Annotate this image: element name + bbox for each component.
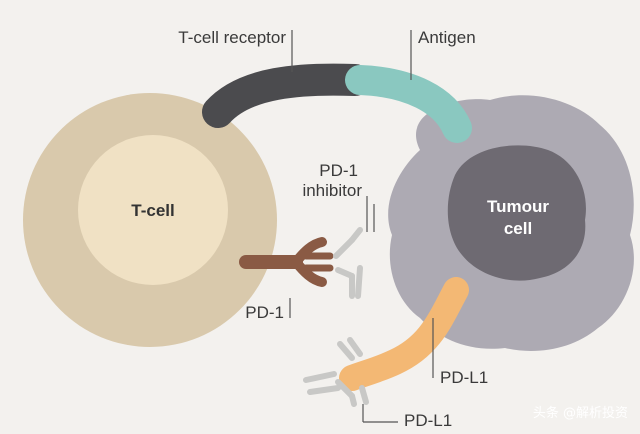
label-pd-l1-tumour: PD-L1 (440, 368, 488, 387)
label-tumour-line1: Tumour (487, 197, 549, 216)
label-tumour-line2: cell (504, 219, 532, 238)
label-pd1-inhibitor-line1: PD-1 (319, 161, 358, 180)
label-t-cell-receptor: T-cell receptor (178, 28, 286, 47)
tumour-nucleus (447, 145, 586, 281)
label-pd-l1-bottom: PD-L1 (404, 411, 452, 430)
label-pd1: PD-1 (245, 303, 284, 322)
label-t-cell: T-cell (131, 201, 174, 220)
watermark: 头条 @解析投资 (533, 405, 628, 421)
t-cell-receptor (202, 63, 371, 128)
pd1-receptor (239, 237, 334, 287)
label-antigen: Antigen (418, 28, 476, 47)
antigen (345, 65, 472, 143)
pd-l1 (339, 277, 469, 391)
pd-l1-antibody (303, 337, 369, 407)
leader-lines (289, 30, 434, 423)
label-pd1-inhibitor-line2: inhibitor (302, 181, 362, 200)
pd1-inhibitor-antibody (333, 227, 363, 299)
t-cell-nucleus (78, 135, 228, 285)
